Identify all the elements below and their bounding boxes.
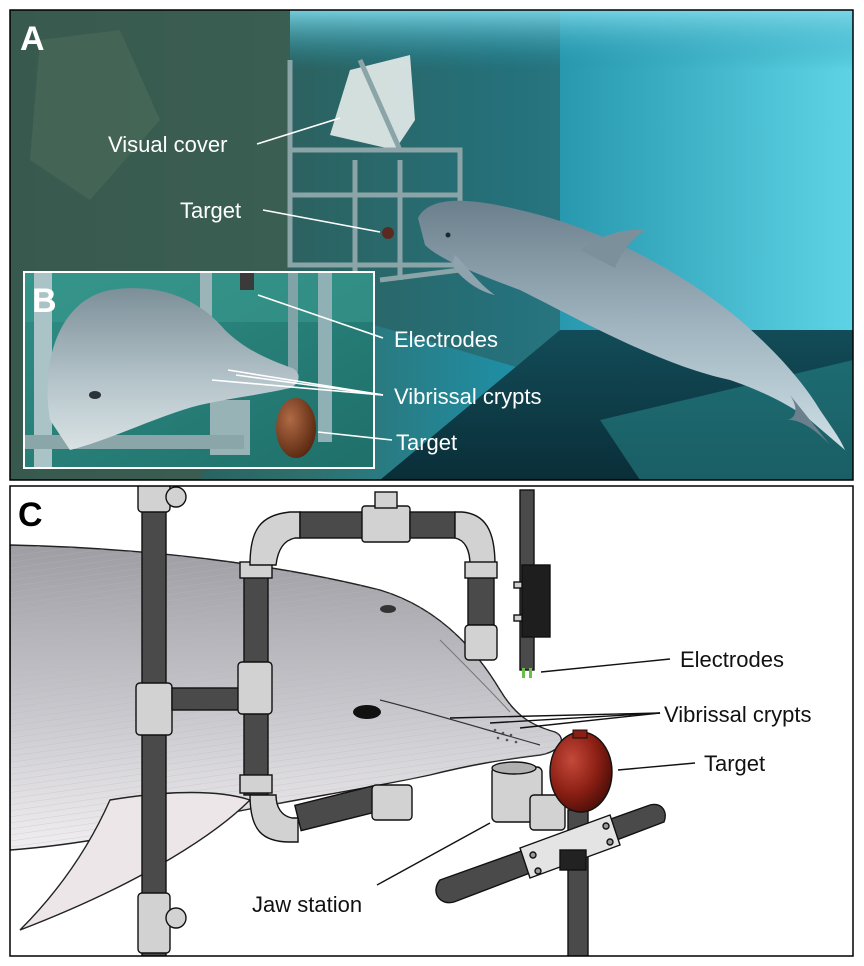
dolphin-b <box>47 288 299 450</box>
caption-target-a: Target <box>180 198 241 223</box>
visual-cover <box>330 55 415 150</box>
target-c <box>549 731 613 813</box>
caption-jaw-station: Jaw station <box>252 892 362 917</box>
callouts-a <box>256 117 381 233</box>
target-c-cap <box>572 729 588 739</box>
dolphin-a-eye <box>445 232 451 238</box>
caption-electrodes-c: Electrodes <box>680 647 784 672</box>
target-support <box>435 803 666 956</box>
panel-c-border <box>9 485 854 957</box>
pvc-post-left <box>135 486 241 956</box>
panel-label-b: B <box>32 282 57 320</box>
panel-label-a: A <box>20 20 45 58</box>
panel-b-border <box>23 271 375 469</box>
vibrissal-crypt-dots <box>493 728 518 744</box>
target-b <box>276 398 316 458</box>
panel-a-border <box>9 9 854 481</box>
dolphin-c-melon-line <box>439 639 511 713</box>
caption-target-c: Target <box>704 751 765 776</box>
caption-vibrissal-crypts-c: Vibrissal crypts <box>664 702 812 727</box>
dolphin-c-blowhole <box>380 605 396 613</box>
callouts-c <box>376 658 696 886</box>
dolphin-a-dorsal-fin <box>580 229 645 268</box>
jaw-station <box>491 761 566 831</box>
dolphin-a-fluke <box>785 395 830 445</box>
dolphin-b-eye <box>89 391 101 399</box>
panel-b <box>23 271 375 469</box>
dolphin-c-eye <box>353 705 381 719</box>
caption-target-b: Target <box>396 430 457 455</box>
dolphin-c-mouth-line <box>379 699 541 746</box>
caption-visual-cover: Visual cover <box>108 132 227 157</box>
caption-electrodes-a: Electrodes <box>394 327 498 352</box>
electrode-rod <box>513 489 551 678</box>
pvc-frame-c <box>237 491 498 843</box>
panel-label-c: C <box>18 496 43 534</box>
callouts-b <box>211 294 393 441</box>
dolphin-a-pectoral-fin <box>452 255 495 295</box>
dolphin-a <box>418 200 845 450</box>
target-a <box>382 227 394 239</box>
pvc-frame-b <box>24 272 332 468</box>
caption-vibrissal-crypts-a: Vibrissal crypts <box>394 384 542 409</box>
water-surface <box>290 10 853 70</box>
panel-c: Electrodes Vibrissal crypts Target Jaw s… <box>10 486 853 956</box>
wall-texture <box>30 30 160 200</box>
